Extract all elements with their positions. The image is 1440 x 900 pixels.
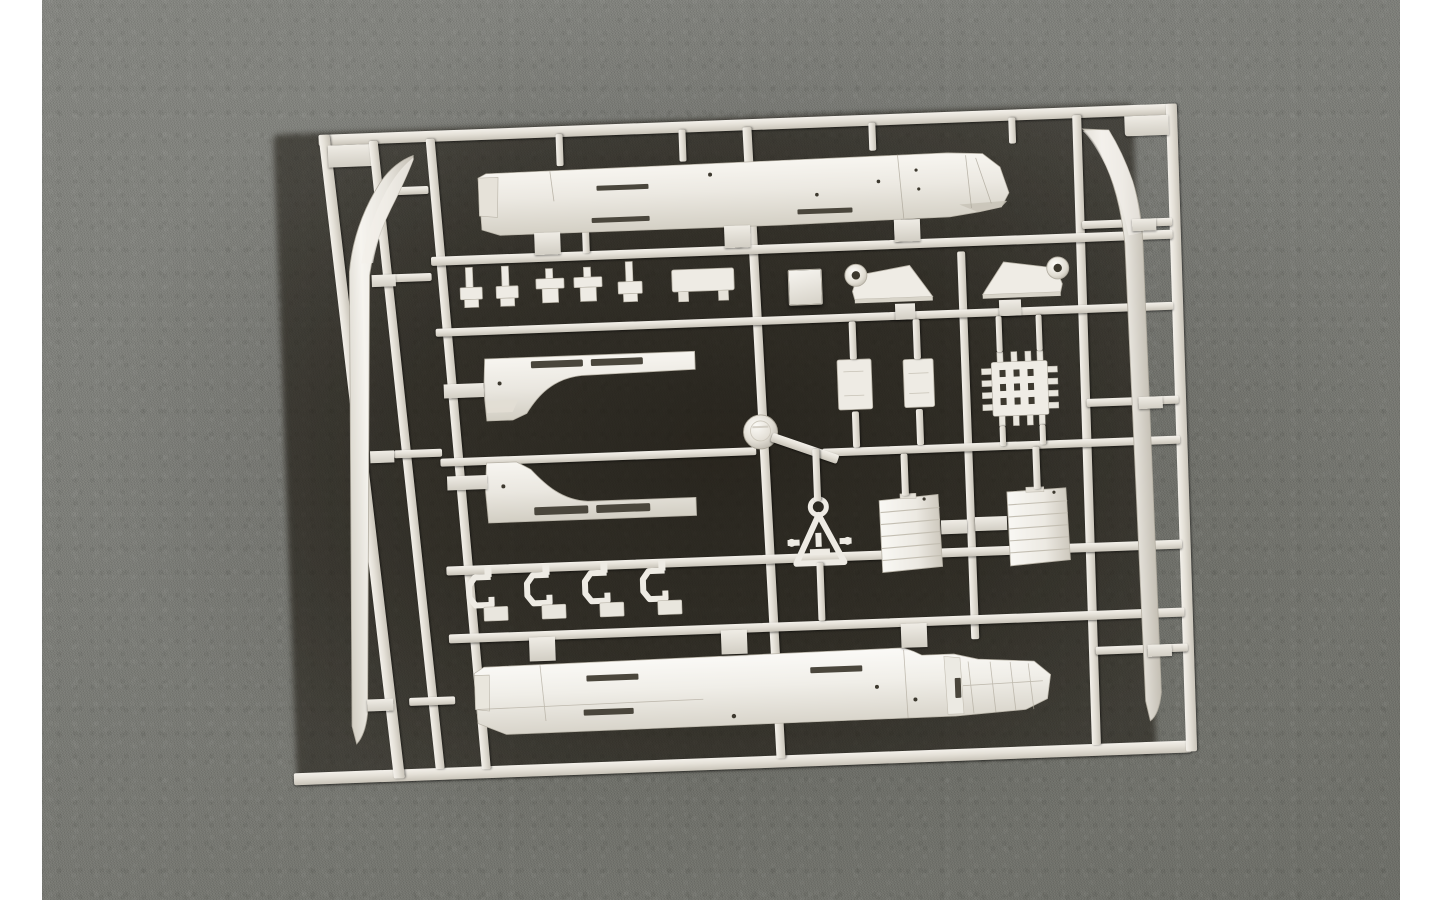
gate-vertical-top-d — [1008, 117, 1017, 144]
gate-fender-upper-left — [443, 383, 485, 399]
part-fender-lower — [482, 453, 698, 527]
part-sprue-hub — [739, 410, 783, 454]
part-stowage-box-right — [1004, 486, 1073, 568]
gate-hull-upper-1 — [534, 232, 561, 256]
gate-grille-bottom-a — [999, 425, 1007, 447]
gate-box-right-top — [1032, 446, 1041, 489]
part-stowage-box-left — [876, 492, 945, 574]
part-a-frame — [786, 496, 853, 570]
white-matte-right — [1400, 0, 1440, 900]
part-plate-top-middle — [669, 264, 736, 303]
gate-box-left-side — [940, 519, 968, 535]
part-bracket-left — [839, 260, 949, 310]
part-side-rail-right — [1079, 121, 1201, 728]
tab-left-channel-3 — [367, 698, 394, 712]
tab-left-channel-1 — [371, 274, 396, 288]
gate-fender-lower-left — [446, 475, 488, 491]
gate-hull-upper-2 — [723, 225, 751, 249]
part-grille-mesh — [977, 346, 1064, 431]
part-plate-a — [787, 268, 823, 306]
gate-grille-top-b — [1035, 314, 1043, 351]
gate-hull-lower-3 — [900, 622, 928, 648]
white-matte-left — [0, 0, 42, 900]
gate-plate-b-bottom — [851, 411, 861, 448]
part-clamp-row — [460, 560, 692, 630]
part-hull-side-lower — [473, 640, 1062, 739]
part-fender-upper — [481, 349, 699, 423]
part-tool-mount-row — [459, 261, 661, 328]
gate-plate-b-top — [848, 321, 857, 360]
gate-box-right-side — [974, 515, 1008, 532]
gate-bracket-right — [998, 299, 1022, 317]
tab-right-channel-3 — [1147, 644, 1173, 657]
gate-bracket-left — [894, 303, 916, 320]
gate-vertical-top-c — [868, 122, 877, 151]
gate-box-left-top — [900, 453, 909, 496]
part-bracket-right — [965, 255, 1075, 305]
part-plate-b — [835, 357, 875, 414]
tab-right-channel-1 — [1131, 218, 1157, 232]
part-side-rail-left — [329, 151, 461, 755]
tab-right-channel-2 — [1138, 396, 1163, 410]
gate-grille-top-a — [995, 316, 1003, 353]
part-plate-c — [901, 357, 937, 412]
gate-hull-lower-2 — [720, 629, 748, 655]
gate-plate-c-bottom — [915, 408, 925, 446]
gate-grille-bottom-b — [1039, 424, 1047, 445]
sprue-assembly — [42, 0, 1400, 900]
gate-hull-upper-3 — [893, 218, 921, 242]
gate-plate-c-top — [912, 319, 921, 360]
background-plate — [42, 0, 1400, 900]
tab-left-channel-2 — [369, 450, 395, 464]
gate-hull-lower-1 — [528, 636, 556, 662]
part-hull-side-upper — [477, 144, 1020, 238]
